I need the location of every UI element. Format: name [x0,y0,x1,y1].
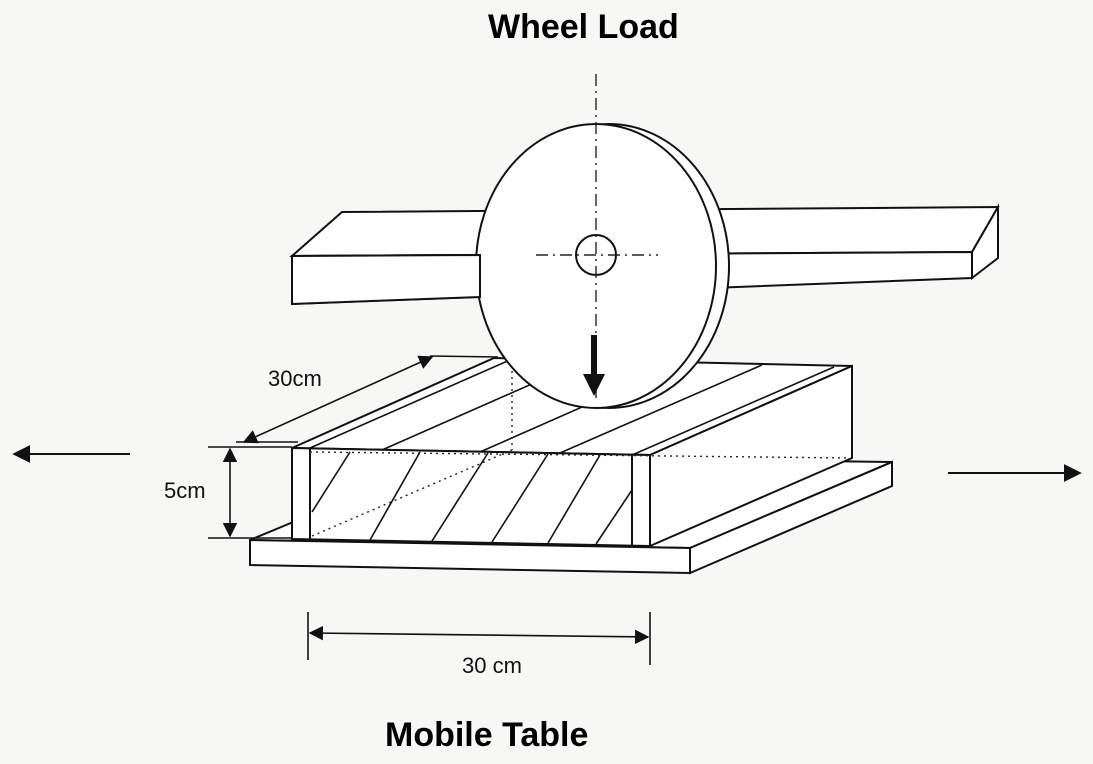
wheel-load-title: Wheel Load [488,8,679,46]
mobile-table-title: Mobile Table [385,716,589,754]
depth-dimension [236,355,499,444]
height-dimension [208,446,292,539]
depth-dimension-label: 30cm [268,366,322,391]
load-arrow [583,335,605,396]
height-dimension-label: 5cm [164,478,206,503]
specimen-side-face [649,364,853,548]
wheel [291,123,730,409]
width-dimension-label: 30 cm [462,653,522,678]
specimen-hatching [311,451,633,545]
width-dimension [307,612,651,665]
specimen-block [291,356,853,548]
